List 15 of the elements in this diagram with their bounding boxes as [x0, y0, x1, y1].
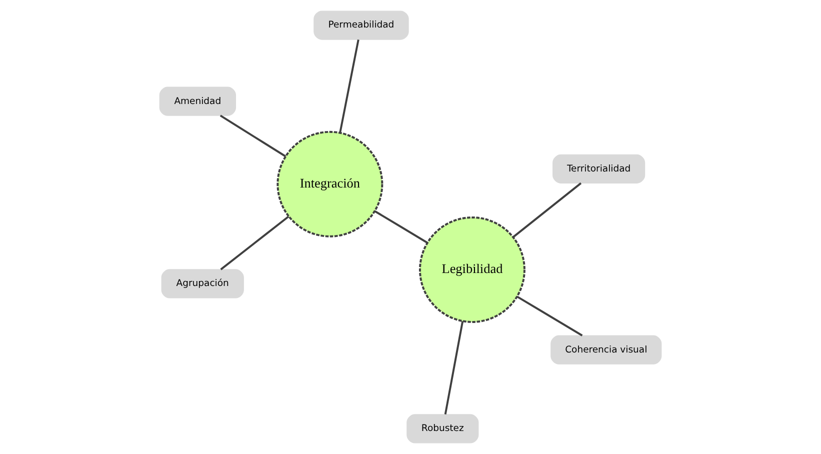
- node-box: Coherencia visual: [550, 335, 662, 364]
- connector: [374, 210, 428, 244]
- node-box: Permeabilidad: [314, 10, 409, 40]
- connector: [220, 216, 290, 270]
- node-box: Amenidad: [159, 86, 236, 116]
- connector: [339, 39, 360, 133]
- node-box: Territorialidad: [552, 154, 646, 184]
- connector: [220, 114, 286, 158]
- node-circle: Integración: [276, 130, 384, 238]
- connector: [516, 296, 583, 336]
- connector: [444, 321, 464, 414]
- node-box: Robustez: [406, 414, 479, 444]
- connector: [512, 182, 582, 238]
- node-box: Agrupación: [161, 269, 244, 298]
- node-circle: Legibilidad: [418, 216, 526, 323]
